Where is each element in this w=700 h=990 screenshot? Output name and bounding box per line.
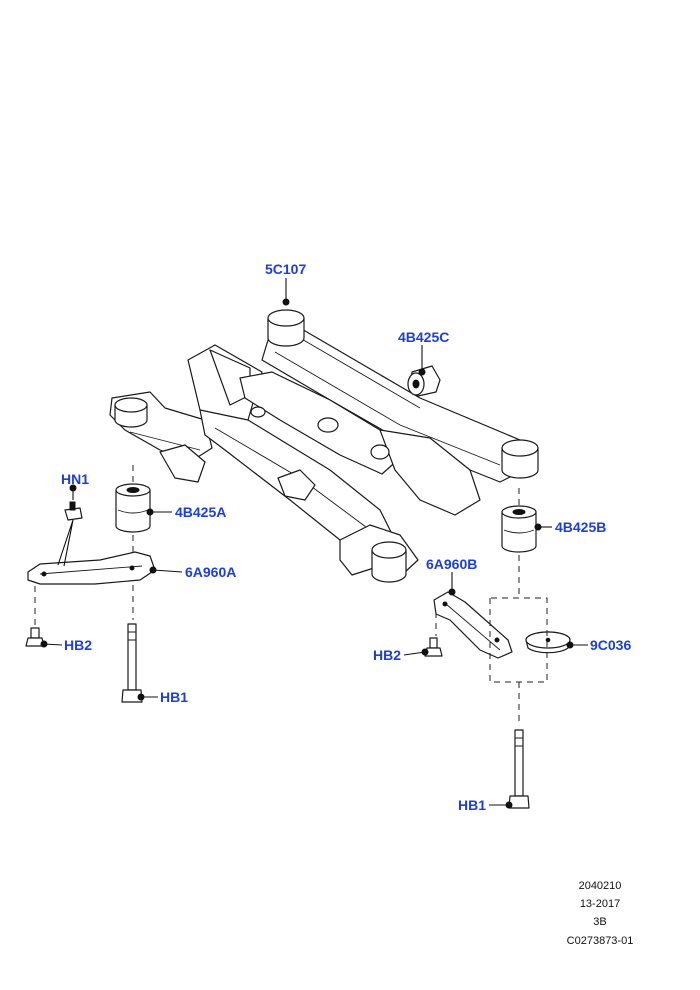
bolt-HB1-right: [508, 729, 530, 809]
washer-9C036: [525, 631, 571, 654]
footer-line-2: 13-2017: [580, 898, 620, 910]
subframe-mount-tower-front-left: [114, 397, 148, 428]
mount-bracket-frame: [489, 597, 548, 683]
bracket-6A960A: [27, 551, 156, 585]
rear-subframe: [109, 309, 539, 583]
bracket-6A960B: [433, 591, 513, 659]
subframe-mount-tower-front-right: [371, 541, 407, 583]
bushing-4B425B: [501, 505, 537, 553]
callout-9C036[interactable]: 9C036: [590, 637, 631, 653]
leader-HN1: [57, 488, 74, 567]
subframe-mount-tower-rear-left: [267, 309, 305, 347]
bolt-HB1-left: [121, 623, 143, 703]
bushing-4B425C: [407, 365, 441, 397]
footer-line-3: 3B: [593, 916, 606, 928]
callout-4B425A[interactable]: 4B425A: [175, 504, 226, 520]
callout-HB1-left[interactable]: HB1: [160, 689, 188, 705]
bushing-4B425A: [115, 483, 151, 533]
callout-HB2-right[interactable]: HB2: [373, 647, 401, 663]
nut-HN1: [64, 501, 83, 521]
subframe-mount-tower-rear-right: [501, 439, 539, 479]
callout-4B425C[interactable]: 4B425C: [398, 329, 449, 345]
callout-6A960A[interactable]: 6A960A: [185, 564, 236, 580]
footer-line-1: 2040210: [579, 880, 622, 892]
callout-5C107[interactable]: 5C107: [265, 261, 306, 277]
footer-line-4: C0273873-01: [567, 935, 634, 947]
callout-4B425B[interactable]: 4B425B: [555, 519, 606, 535]
callout-HB1-right[interactable]: HB1: [458, 797, 486, 813]
callout-6A960B[interactable]: 6A960B: [426, 556, 477, 572]
callout-HB2-left[interactable]: HB2: [64, 637, 92, 653]
callout-HN1[interactable]: HN1: [61, 471, 89, 487]
